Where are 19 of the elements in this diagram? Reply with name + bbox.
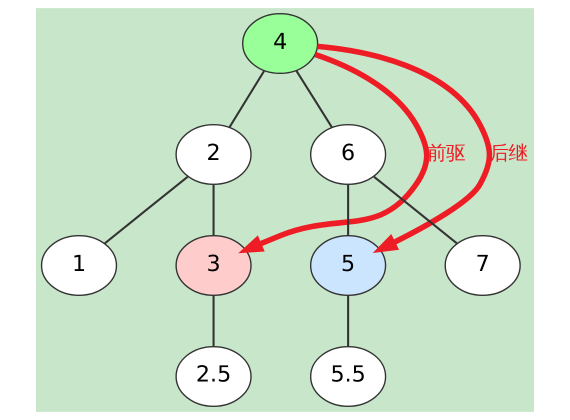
connector [104,176,188,244]
connector [373,176,458,244]
connector [347,296,350,346]
connector [295,70,333,128]
connector [212,184,215,236]
connector [212,296,215,346]
connector [347,184,350,236]
node-ellipse: 2.5 [175,346,252,407]
arrow [238,52,430,254]
node-ellipse: 1 [40,234,118,296]
node-ellipse: 5 [310,234,386,296]
node-ellipse: 4 [242,13,318,74]
connector [228,70,265,128]
node-ellipse: 6 [310,124,386,186]
node-ellipse: 2 [175,124,252,186]
arrow [317,44,492,253]
node-ellipse: 7 [444,234,521,296]
node-ellipse: 3 [175,234,252,296]
node-ellipse: 5.5 [310,346,386,407]
